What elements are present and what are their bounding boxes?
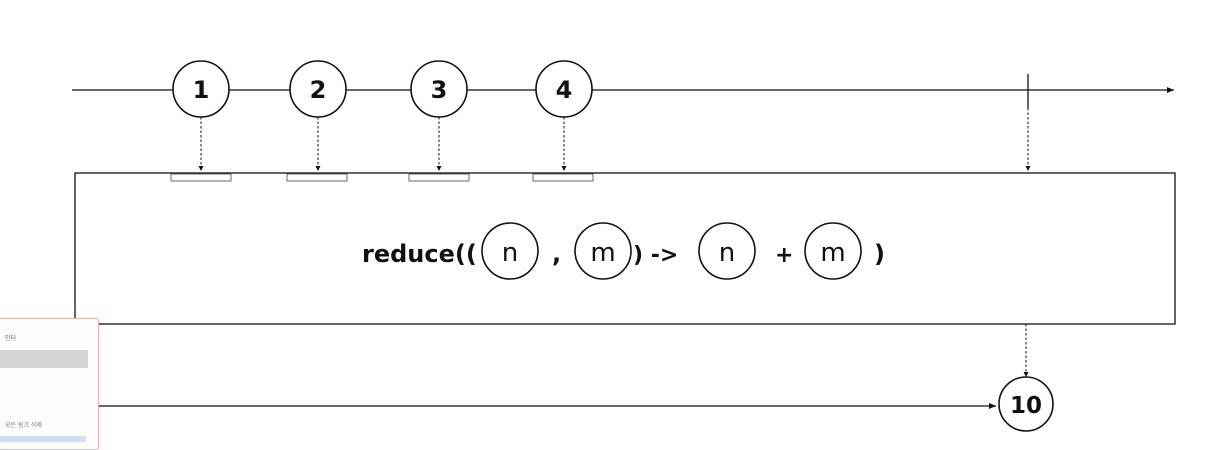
source-marble-4: 4 [535,60,593,118]
side-panel: 인터 모든 링크 삭제 [0,318,99,450]
result-marble-10: 10 [998,376,1054,432]
svg-text:n: n [502,238,518,268]
side-panel-label: 인터 [5,335,17,342]
source-marble-2: 2 [289,60,347,118]
svg-text:1: 1 [193,76,210,104]
side-panel-strip [0,436,86,442]
source-marble-3: 3 [410,60,468,118]
operator-arrow: ) -> [633,243,678,268]
operator-comma: , [552,240,561,268]
input-slot-2 [286,173,348,182]
svg-text:n: n [719,238,735,268]
svg-text:10: 10 [1010,393,1042,419]
svg-text:m: m [820,238,845,268]
delete-all-links-link[interactable]: 모든 링크 삭제 [5,422,42,429]
svg-text:3: 3 [431,76,448,104]
input-slot-4 [532,173,594,182]
result-m-marble: m [804,222,862,280]
operator-prefix: reduce(( [362,240,477,268]
input-slot-1 [170,173,232,182]
side-panel-input[interactable] [0,350,88,368]
result-n-marble: n [698,222,756,280]
source-marble-1: 1 [172,60,230,118]
svg-text:m: m [590,238,615,268]
param-m-marble: m [574,222,632,280]
svg-text:2: 2 [310,76,327,104]
operator-plus: + [775,243,793,268]
operator-expression: reduce(( n , m ) -> n + m ) [362,222,885,280]
operator-suffix: ) [874,240,885,268]
svg-text:4: 4 [556,76,573,104]
param-n-marble: n [481,222,539,280]
input-slot-3 [408,173,470,182]
reduce-marble-diagram: 1 2 3 4 reduce(( n , m ) -> n + [72,60,1176,432]
